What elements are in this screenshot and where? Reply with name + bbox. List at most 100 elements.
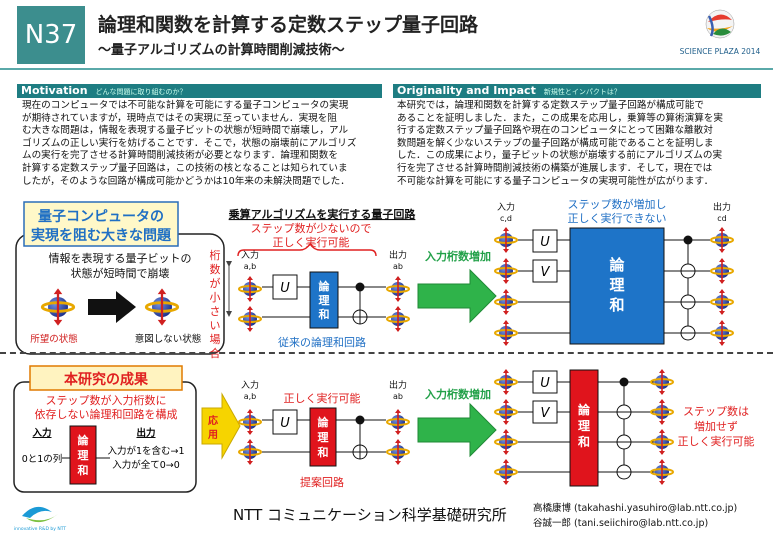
poster-subtitle: 〜量子アルゴリズムの計算時間削減技術〜 (98, 43, 345, 58)
bottom-digits-increase-label: 入力桁数増加 (425, 387, 491, 401)
input-label: 入力 (241, 249, 259, 261)
motivation-heading: Motivation (21, 84, 88, 97)
svg-text:が: が (210, 276, 221, 290)
right-input-label: 入力 (497, 201, 515, 213)
qubit-icon (386, 408, 410, 436)
or-gate-char: 和 (318, 445, 329, 459)
result-desc-line1: ステップ数が入力桁数に (46, 393, 167, 407)
qubit-icon (386, 275, 410, 303)
originality-line: した．この成果により，量子ビットの状態が崩壊する前にアルゴリズムの実 (397, 150, 723, 162)
motivation-line: が期待されていますが，現時点ではその実現に至っていません．実現を阻 (22, 112, 337, 124)
originality-line: 数問題を解く少ないステップの量子回路が構成可能であることを証明しま (397, 137, 714, 149)
motivation-sub: どんな問題に取り組むのか？ (95, 88, 187, 96)
globe-icon (705, 9, 735, 39)
or-gate-top-large (569, 227, 665, 345)
bottom-right-note-line3: 正しく実行可能 (678, 434, 755, 448)
problem-title-line2: 実現を阻む大きな問題 (31, 227, 172, 244)
top-right-note-line2: 正しく実行できない (568, 211, 667, 225)
qubit-icon (710, 319, 734, 347)
v-gate-label: V (541, 265, 551, 280)
result-panel (13, 365, 197, 493)
header-bar (0, 0, 773, 68)
or-gate-char: 論 (78, 433, 90, 447)
target-xor-group (680, 263, 696, 341)
section-divider (0, 352, 773, 354)
qubit-icon (494, 368, 518, 396)
event-logo-text: SCIENCE PLAZA 2014 (680, 47, 761, 56)
u-gate (272, 409, 298, 435)
u-gate (532, 229, 558, 253)
svg-text:小: 小 (210, 291, 221, 304)
svg-text:数: 数 (210, 263, 221, 276)
ntt-logo: innovative R&D by NTT (14, 506, 67, 532)
few-steps-line2: 正しく実行可能 (273, 235, 350, 249)
motivation-line: む大きな問題は，情報を表現する量子ビットの状態が短時間で崩壊し，アル (22, 125, 349, 137)
u-gate-label: U (280, 416, 290, 431)
apply-label-char: 用 (207, 429, 218, 441)
output-sub: ab (393, 262, 403, 271)
ntt-logo-caption: innovative R&D by NTT (14, 526, 67, 532)
or-gate-char: 理 (318, 431, 329, 444)
problem-title-line1: 量子コンピュータの (38, 209, 164, 225)
spec-input-label: 入力 (31, 427, 51, 439)
control-dot (683, 235, 693, 245)
svg-text:場: 場 (210, 333, 221, 346)
few-steps-line1: ステップ数が少ないので (251, 221, 372, 235)
v-gate-label: V (541, 406, 551, 421)
ntt-swirl-icon (22, 506, 58, 523)
u-gate-label: U (280, 281, 290, 296)
desired-state-label: 所望の状態 (30, 333, 78, 345)
u-gate (532, 370, 558, 394)
qubit-icon (710, 226, 734, 254)
originality-heading: Originality and Impact (397, 84, 536, 97)
spec-input-value: 0と1の列 (22, 453, 63, 465)
or-gate-char: 和 (577, 434, 590, 449)
v-gate (532, 259, 558, 283)
organization-name: NTT コミュニケーション科学基礎研究所 (233, 506, 507, 524)
or-gate-char: 和 (609, 296, 624, 314)
qubit-icon (386, 438, 410, 466)
qubit-icon (238, 438, 262, 466)
qubit-icon (494, 319, 518, 347)
originality-line: あることを証明しました．また，この成果を応用し，乗算等の算術演算を実 (397, 112, 723, 124)
or-gate-char: 理 (609, 276, 624, 294)
qubit-icon (710, 288, 734, 316)
target-xor-group (616, 404, 632, 480)
qubit-icon (710, 257, 734, 285)
control-dot (619, 377, 629, 387)
input-label: 入力 (241, 379, 259, 391)
u-gate-label: U (540, 235, 550, 250)
top-circuit-heading: 乗算アルゴリズムを実行する量子回路 (229, 207, 417, 221)
decay-arrow-icon (88, 291, 136, 323)
motivation-line: 計算する定数ステップ量子回路は，この技術の核となることは知られていま (22, 162, 348, 174)
spec-output-line1: 入力が1を含む→1 (107, 445, 184, 457)
or-gate-bottom-large (569, 369, 599, 487)
input-sub: a,b (244, 262, 257, 271)
qubit-icon (494, 398, 518, 426)
originality-sub: 新規性とインパクトは？ (543, 88, 621, 96)
qubit-icon (494, 257, 518, 285)
proposed-circuit-label: 提案回路 (300, 475, 344, 489)
spec-output-label: 出力 (136, 427, 155, 439)
circuit-diagram: 量子コンピュータの 実現を阻む大きな問題 情報を表現する量子ビットの 状態が短時… (13, 197, 755, 493)
qubit-icon (238, 305, 262, 333)
bottom-right-note-line2: 増加せず (694, 420, 738, 433)
problem-panel (15, 201, 225, 355)
or-gate-char: 理 (319, 294, 330, 307)
poster-title: 論理和関数を計算する定数ステップ量子回路 (98, 14, 479, 36)
result-title: 本研究の成果 (64, 371, 149, 388)
originality-line: 不可能な計算を可能にする量子コンピュータの実現可能性が広がります． (397, 175, 714, 187)
or-gate-char: 論 (578, 402, 591, 417)
originality-line: 行する定数ステップ量子回路や現在のコンピュータにとって困難な離散対 (397, 125, 713, 137)
motivation-line: ゴリズムの正しい実行を妨げることです．そこで，状態の崩壊前にアルゴリズ (22, 137, 357, 149)
qubit-icon (238, 408, 262, 436)
top-digits-increase-label: 入力桁数増加 (425, 249, 491, 263)
motivation-line: したが，そのような回路が構成可能かどうかは10年来の未解決問題でした． (22, 175, 350, 187)
qubit-icon (494, 458, 518, 486)
top-right-note-line1: ステップ数が増加し (568, 197, 667, 211)
qubit-icon (494, 428, 518, 456)
top-increase-arrow-icon (417, 268, 497, 324)
conventional-circuit-label: 従来の論理和回路 (278, 335, 366, 349)
author-1: 高橋康博 (takahashi.yasuhiro@lab.ntt.co.jp) (533, 503, 738, 514)
u-gate-label: U (540, 376, 550, 391)
